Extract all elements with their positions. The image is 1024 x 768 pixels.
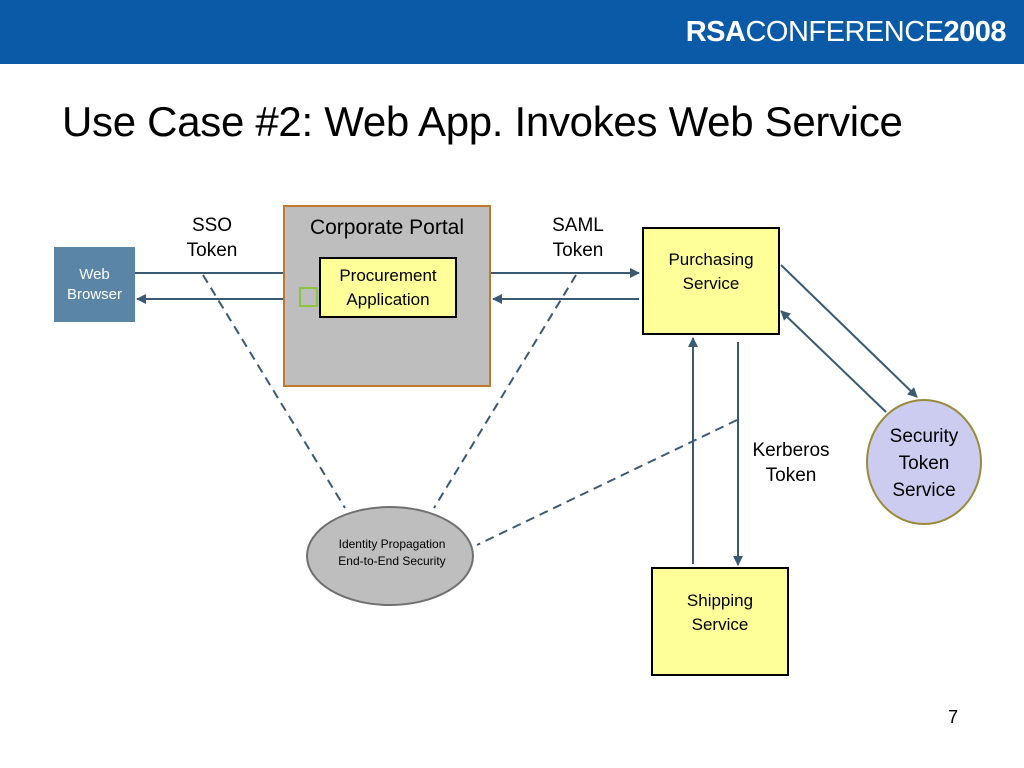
web-browser-label: Web Browser	[66, 265, 122, 303]
purchasing-service-label: Purchasing Service	[668, 250, 754, 293]
brand-conference: CONFERENCE	[745, 16, 944, 48]
shipping-service-label: Shipping Service	[686, 591, 754, 634]
purchasing-service-box: Purchasing Service	[642, 227, 780, 335]
web-browser-box: Web Browser	[54, 247, 135, 322]
sso-dashed-line	[202, 274, 346, 509]
kerberos-token-label: Kerberos Token	[752, 440, 830, 486]
brand-rsa: RSA	[685, 16, 746, 48]
sso-token-label: SSO Token	[186, 215, 238, 261]
slide-title: Use Case #2: Web App. Invokes Web Servic…	[62, 98, 903, 145]
security-token-service-label: Security Token Service	[889, 426, 959, 501]
saml-token-label: SAML Token	[552, 215, 604, 261]
saml-dashed-line	[433, 274, 577, 509]
conference-logo: RSACONFERENCE2008	[685, 16, 1007, 49]
portal-port-square	[299, 287, 318, 307]
procurement-application-label: Procurement Application	[339, 265, 437, 309]
identity-propagation-ellipse	[306, 506, 474, 606]
page-number: 7	[948, 707, 959, 727]
identity-propagation-label: Identity Propagation End-to-End Security	[338, 537, 446, 568]
brand-year: 2008	[943, 16, 1006, 48]
sts-to-purchasing-arrow	[780, 310, 887, 413]
security-token-service-ellipse	[866, 399, 982, 525]
procurement-application-box: Procurement Application	[319, 257, 457, 318]
header-bar	[0, 0, 1024, 64]
kerberos-dashed-line	[476, 419, 738, 546]
shipping-service-box: Shipping Service	[651, 567, 789, 676]
purchasing-to-sts-arrow	[780, 264, 918, 398]
corporate-portal-label: Corporate Portal	[309, 216, 465, 239]
